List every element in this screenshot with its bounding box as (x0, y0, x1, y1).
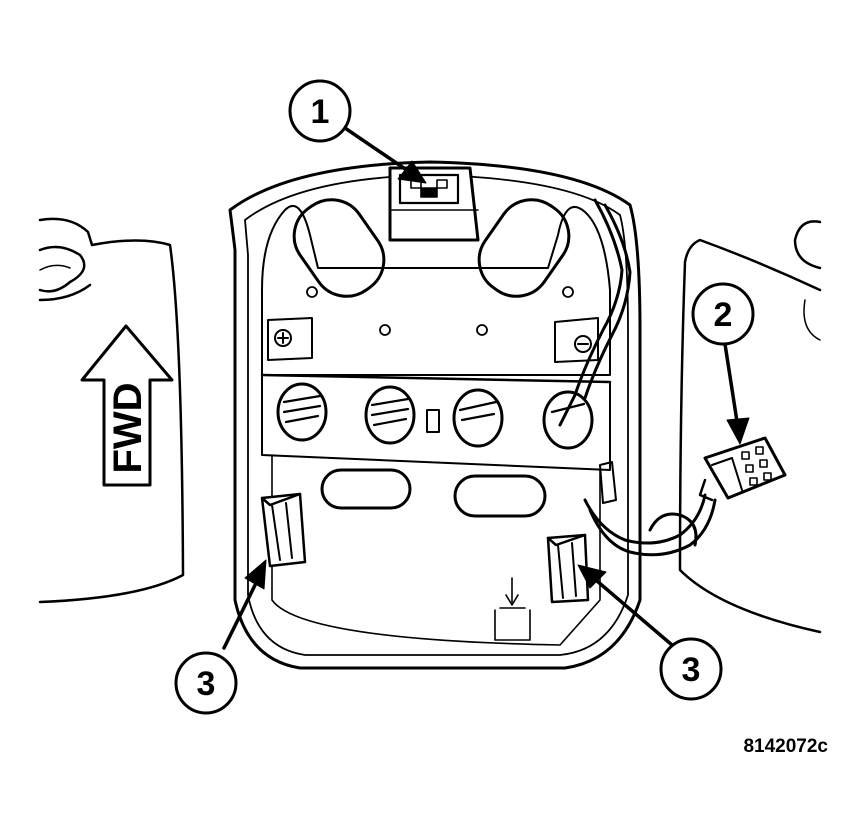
overhead-connector (388, 166, 480, 242)
callout-arrowheads (244, 160, 750, 590)
direction-symbol (494, 577, 531, 641)
fwd-arrow: FWD (80, 324, 174, 487)
retaining-clip-right (546, 533, 590, 604)
lower-openings (320, 468, 547, 518)
callout-1-label: 1 (311, 93, 330, 131)
figure-id: 8142072c (743, 736, 828, 757)
harness-connector (698, 436, 787, 502)
wire-harness (558, 198, 717, 557)
mounting-holes (306, 286, 574, 336)
retaining-clip-left (260, 492, 307, 568)
lamp-sockets (276, 382, 594, 450)
callout-3-left: 3 (174, 651, 238, 715)
dome-openings (292, 198, 571, 298)
callout-3-right: 3 (659, 637, 723, 701)
fwd-label: FWD (106, 382, 150, 473)
callout-leaders (222, 126, 740, 650)
callout-3-left-label: 3 (197, 665, 216, 703)
callout-2-label: 2 (714, 296, 733, 334)
right-visor (678, 220, 822, 634)
callout-2: 2 (691, 282, 755, 346)
callout-3-right-label: 3 (682, 651, 701, 689)
screw-boss-left (267, 317, 313, 361)
screw-boss-right (554, 317, 599, 363)
callout-1: 1 (288, 79, 352, 143)
left-visor (38, 217, 185, 604)
